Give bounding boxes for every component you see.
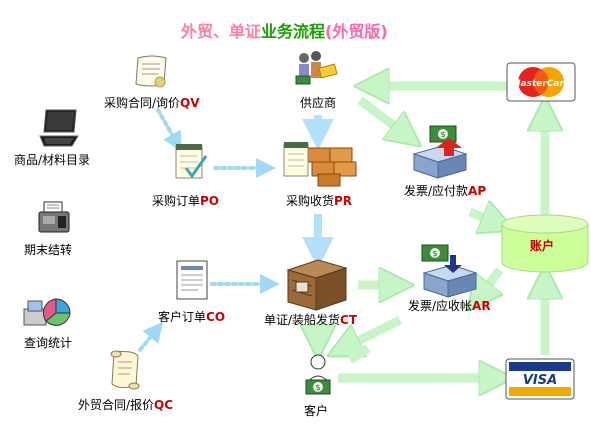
page-title: 外贸、单证业务流程(外贸版) (181, 18, 388, 42)
flow-account-to-ar (476, 267, 500, 300)
shipping-text: 单证/装船发货 (264, 313, 341, 327)
flow-qc-to-co (138, 321, 164, 352)
purchase-order-text: 采购订单 (152, 194, 201, 208)
query-stats-label[interactable]: 查询统计 (24, 336, 73, 350)
invoice-receivable-text: 发票/应收帐 (408, 299, 473, 313)
title-part1: 外贸、单证 (181, 22, 262, 41)
visa-text: VISA (523, 373, 557, 388)
invoice-payable-text: 发票/应付款 (404, 184, 469, 198)
supplier-label[interactable]: 供应商 (300, 96, 337, 110)
purchase-receipt-code: PR (334, 194, 353, 208)
customer-order-text: 客户订单 (158, 310, 207, 324)
invoice-receivable-label[interactable]: 发票/应收帐AR (408, 299, 491, 313)
building-money-in-icon[interactable]: $ (420, 243, 480, 299)
sales-scroll-icon[interactable] (104, 348, 148, 392)
mastercard-text: MasterCard (512, 79, 571, 89)
purchase-receipt-label[interactable]: 采购收货PR (286, 194, 352, 208)
title-part3: (外贸版) (325, 22, 388, 41)
svg-text:$: $ (432, 249, 437, 258)
flow-qv-to-po (156, 108, 182, 152)
shipping-crate-icon[interactable] (284, 256, 350, 314)
supplier-icon[interactable] (294, 48, 338, 88)
customer-icon[interactable]: $ (298, 354, 338, 398)
laptop-icon[interactable] (38, 108, 82, 148)
svg-text:$: $ (315, 383, 320, 392)
purchase-contract-text: 采购合同/询价 (104, 96, 181, 110)
shipping-code: CT (340, 313, 358, 327)
invoice-payable-code: AP (468, 184, 487, 198)
visa-icon[interactable]: VISA (505, 358, 575, 400)
purchase-order-code: PO (200, 194, 220, 208)
shipping-label[interactable]: 单证/装船发货CT (264, 313, 357, 327)
flow-ct-to-customer-return (347, 344, 371, 364)
purchase-receipt-text: 采购收货 (286, 194, 335, 208)
building-money-out-icon[interactable]: $ (410, 124, 470, 180)
account-label[interactable]: 账户 (530, 239, 555, 253)
mastercard-icon[interactable]: MasterCard (506, 62, 576, 102)
flow-ap-to-account (468, 212, 502, 225)
fax-icon[interactable] (36, 200, 72, 236)
customer-label[interactable]: 客户 (304, 404, 329, 418)
sales-contract-code: QC (154, 398, 174, 412)
account-database-icon[interactable] (500, 214, 590, 274)
flow-supplier-to-ap (357, 96, 410, 138)
invoice-payable-label[interactable]: 发票/应付款AP (404, 184, 486, 198)
sales-contract-text: 外贸合同/报价 (78, 398, 155, 412)
scroll-icon[interactable] (130, 52, 174, 92)
catalog-label[interactable]: 商品/材料目录 (14, 153, 91, 167)
document-icon[interactable] (174, 258, 210, 302)
period-close-label[interactable]: 期末结转 (24, 243, 73, 257)
pie-chart-icon[interactable] (22, 295, 74, 329)
invoice-receivable-code: AR (472, 299, 491, 313)
sales-contract-label[interactable]: 外贸合同/报价QC (78, 398, 173, 412)
boxes-icon[interactable] (282, 140, 358, 188)
purchase-contract-code: QV (180, 96, 200, 110)
customer-order-code: CO (206, 310, 226, 324)
flow-ar-to-customer (340, 315, 403, 350)
title-part2: 业务流程 (261, 22, 326, 41)
notepad-check-icon[interactable] (172, 142, 208, 182)
purchase-order-label[interactable]: 采购订单PO (152, 194, 219, 208)
purchase-contract-label[interactable]: 采购合同/询价QV (104, 96, 200, 110)
svg-text:$: $ (440, 130, 445, 139)
customer-order-label[interactable]: 客户订单CO (158, 310, 225, 324)
